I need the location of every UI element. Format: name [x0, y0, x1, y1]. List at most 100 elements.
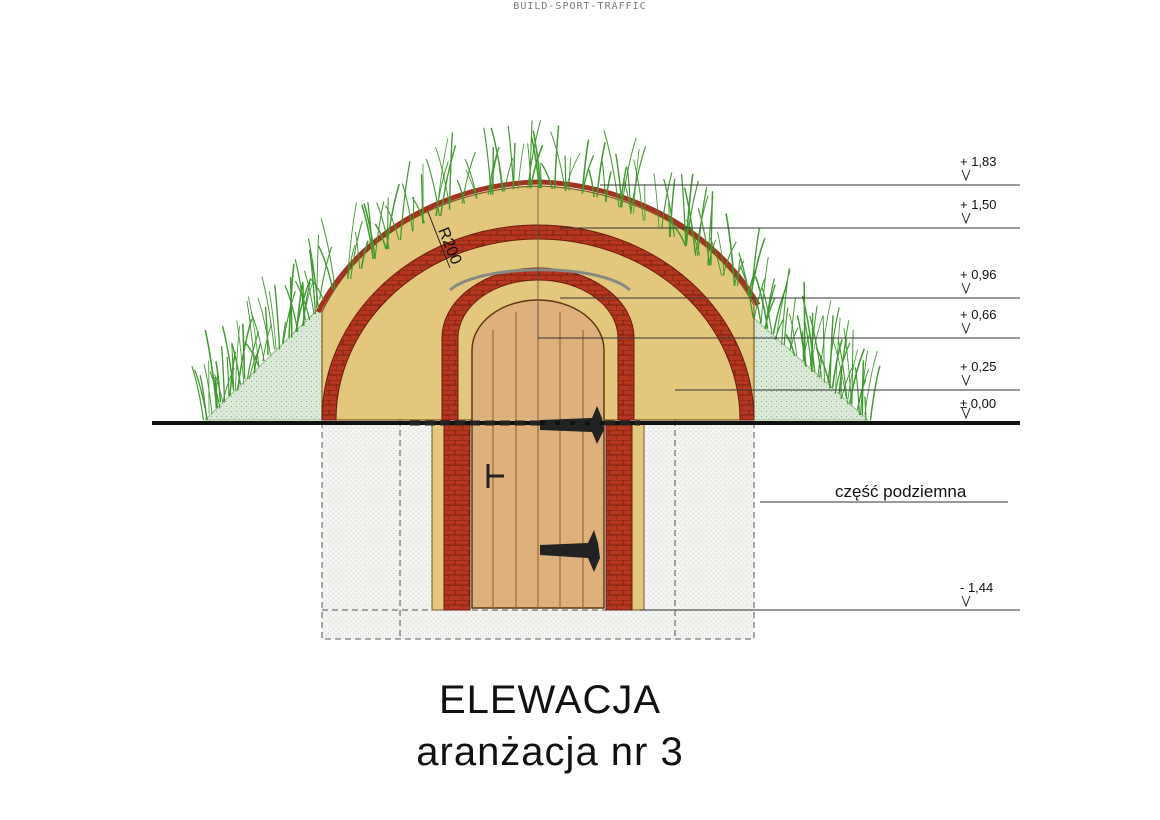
grass-blade	[347, 244, 356, 280]
grass-blade	[294, 280, 311, 321]
grass-blade	[246, 300, 256, 373]
grass-blade	[709, 237, 722, 276]
grass-blade	[282, 290, 296, 344]
grass-blade	[663, 178, 675, 238]
grass-blade	[843, 328, 852, 405]
grass-blade	[487, 146, 500, 195]
grass-blade	[697, 208, 711, 266]
grass-blade	[819, 300, 832, 378]
door-handle[interactable]	[486, 464, 504, 488]
grass-blade	[512, 142, 516, 190]
grass-blade	[801, 333, 807, 367]
level-marker: + 1,50	[960, 197, 997, 225]
grass-blade	[435, 146, 451, 210]
grass-blade	[697, 186, 708, 256]
grass-blade	[829, 315, 834, 389]
grass-blade	[199, 375, 208, 421]
grass-blade	[783, 307, 789, 346]
grass-blade	[465, 169, 477, 199]
wooden-door[interactable]	[471, 299, 605, 609]
grass-blade	[360, 240, 369, 269]
grass-blade	[596, 142, 606, 198]
grass-blade	[262, 323, 272, 362]
grass-blade	[244, 341, 260, 368]
grass-blade	[374, 223, 387, 250]
grass-blade	[738, 252, 754, 319]
grass-blade	[601, 161, 607, 202]
grass-blade	[603, 130, 620, 208]
grass-blade	[247, 296, 260, 368]
grass-blade	[672, 225, 687, 247]
grass-blade	[308, 249, 317, 315]
grass-blade	[319, 246, 333, 301]
grass-blade	[411, 197, 426, 224]
grass-blade	[220, 346, 226, 403]
grass-blade	[532, 130, 542, 189]
grass-blade	[374, 201, 385, 259]
grass-tufts	[191, 120, 881, 421]
grass-blade	[234, 325, 240, 391]
grass-blade	[361, 204, 374, 259]
grass-blade	[490, 127, 504, 192]
grass-blade	[456, 179, 466, 204]
grass-blade	[864, 396, 867, 421]
grass-blade	[854, 367, 861, 416]
level-markers: + 1,83 + 1,50 + 0,96 + 0,66 + 0,25 ± 0,0…	[960, 154, 997, 608]
grass-blade	[221, 325, 235, 391]
level-label: + 0,96	[960, 267, 997, 282]
grass-blade	[274, 285, 281, 350]
grass-blade	[633, 159, 644, 221]
grass-blade	[835, 317, 841, 394]
grass-blade	[785, 333, 796, 357]
grass-blade	[710, 191, 714, 266]
header-text: BUILD-SPORT-TRAFFIC	[513, 1, 647, 12]
grass-blade	[764, 284, 776, 329]
grass-blade	[354, 232, 361, 269]
grass-blade	[846, 349, 859, 405]
grass-blade	[282, 321, 287, 344]
earth-mound	[203, 303, 870, 421]
grass-blade	[553, 125, 560, 189]
grass-blade	[303, 270, 315, 315]
grass-blade	[621, 137, 637, 208]
grass-blade	[754, 294, 762, 324]
grass-blade	[622, 178, 632, 214]
grass-blade	[236, 320, 245, 385]
level-marker: + 0,66	[960, 307, 997, 335]
grass-blade	[669, 178, 676, 238]
hinge-bottom	[540, 530, 600, 572]
grass-blade	[831, 337, 847, 400]
grass-blade	[294, 259, 306, 321]
grass-blade	[264, 306, 269, 356]
grass-blade	[683, 187, 697, 256]
grass-blade	[668, 202, 670, 238]
grass-blade	[261, 276, 275, 350]
grass-blade	[517, 143, 525, 190]
grass-blade	[633, 148, 640, 214]
grass-blade	[803, 319, 813, 373]
underground-label: część podziemna	[835, 482, 967, 501]
grass-blade	[815, 346, 832, 389]
grass-blade	[448, 132, 454, 210]
level-marker: ± 0,00	[960, 396, 996, 420]
level-label: ± 0,00	[960, 396, 996, 411]
grass-blade	[284, 285, 299, 332]
level-label: + 1,83	[960, 154, 997, 169]
grass-blade	[737, 258, 741, 286]
grass-blade	[215, 374, 218, 409]
grass-blade	[540, 162, 554, 190]
grass-blade	[320, 218, 336, 290]
grass-blade	[725, 213, 736, 287]
grass-blade	[581, 154, 595, 194]
grass-blade	[861, 360, 865, 416]
level-marker: - 1,44	[960, 580, 993, 608]
grass-blade	[564, 152, 581, 191]
grass-blade	[425, 158, 440, 217]
grass-blade	[550, 131, 566, 191]
grass-blade	[588, 169, 595, 198]
level-leaders	[538, 184, 1020, 611]
grass-blade	[615, 153, 623, 208]
level-label: + 0,66	[960, 307, 997, 322]
grass-blade	[483, 127, 492, 195]
grass-blade	[722, 241, 737, 276]
